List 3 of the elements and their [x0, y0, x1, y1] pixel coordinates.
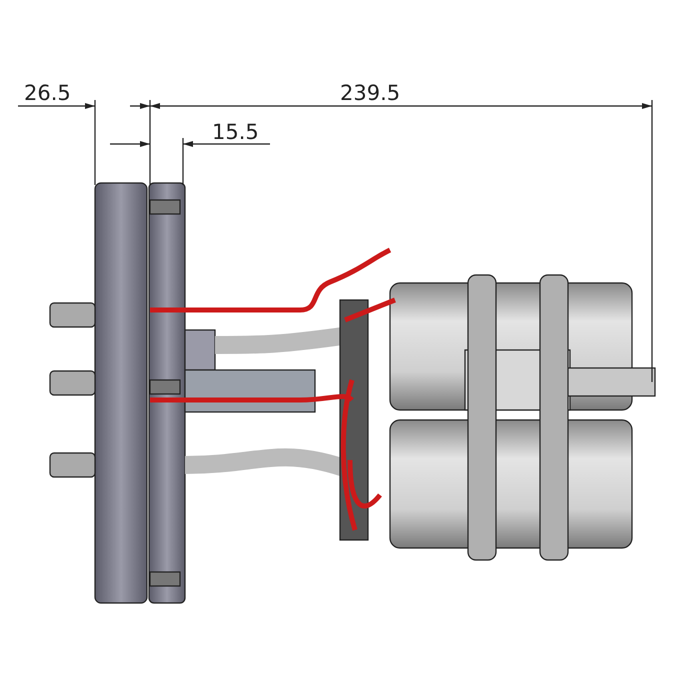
dimension-label: 15.5 — [212, 122, 259, 143]
dimension-label: 239.5 — [340, 83, 400, 104]
dimension-label: 26.5 — [24, 83, 71, 104]
